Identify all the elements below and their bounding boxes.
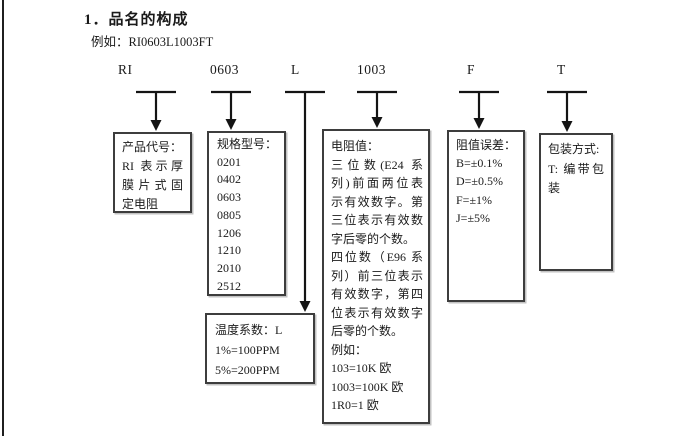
- arrow-head-icon: [299, 301, 311, 312]
- box-line: 产品代号：: [122, 140, 183, 154]
- box-line: 103=10K 欧: [331, 361, 392, 375]
- down-arrow-packaging: [547, 90, 587, 132]
- box-line: 四位数（E96 系: [331, 250, 423, 264]
- section-title: 1．品名的构成: [84, 12, 189, 28]
- code-part-tolerance: F: [467, 62, 476, 77]
- box-line: 1210: [217, 243, 241, 258]
- box-line: J=±5%: [456, 210, 491, 225]
- down-arrow-product-code: [136, 90, 176, 131]
- box-line: 定电阻: [122, 197, 159, 211]
- box-line: 规格型号：: [217, 137, 278, 151]
- box-line: 0201: [217, 154, 241, 169]
- box-line: 1003=100K 欧: [331, 379, 404, 394]
- down-arrow-tolerance: [459, 90, 499, 129]
- box-line: 1206: [217, 225, 241, 240]
- box-line: 阻值误差：: [456, 138, 517, 152]
- box-line: 2512: [217, 278, 241, 293]
- box-line: RI 表示厚: [122, 159, 183, 173]
- down-arrow-spec-size: [211, 90, 251, 130]
- arrow-head-icon: [225, 119, 237, 130]
- box-line: 5%=200PPM: [215, 363, 280, 377]
- code-part-packaging: T: [557, 62, 566, 77]
- code-part-ri: RI: [118, 62, 133, 77]
- code-part-temp-coefficient: L: [291, 62, 300, 77]
- box-packaging: 包装方式: T: 编带包 装: [539, 133, 613, 271]
- box-line: 列)前面两位表: [331, 176, 423, 190]
- box-temp-coefficient: 温度系数：L 1%=100PPM 5%=200PPM: [205, 313, 315, 384]
- box-line: 后零的个数。: [331, 324, 404, 338]
- box-tolerance: 阻值误差： B=±0.1% D=±0.5% F=±1% J=±5%: [447, 130, 525, 302]
- arrow-head-icon: [561, 121, 573, 132]
- arrow-head-icon: [371, 117, 383, 128]
- box-line: 三位数(E24 系: [331, 157, 423, 172]
- box-spec-size: 规格型号： 0201 0402 0603 0805 1206 1210 2010…: [207, 131, 286, 296]
- example-part-number: 例如：RI0603L1003FT: [91, 35, 214, 49]
- box-line: 示有效数字。第: [331, 194, 423, 209]
- down-arrow-temp-coefficient: [285, 90, 325, 312]
- box-line: D=±0.5%: [456, 174, 504, 189]
- box-line: 2010: [217, 260, 241, 275]
- code-part-size: 0603: [210, 62, 239, 77]
- page-left-border-rule: [2, 0, 4, 436]
- code-part-resistance: 1003: [357, 62, 386, 77]
- box-line: 温度系数：L: [215, 323, 283, 337]
- box-line: T: 编带包: [548, 161, 604, 176]
- box-line: 三位表示有效数: [331, 213, 423, 227]
- down-arrow-resistance-value: [357, 90, 397, 128]
- box-line: 例如：: [331, 342, 368, 357]
- box-line: B=±0.1%: [456, 156, 503, 171]
- arrow-head-icon: [473, 118, 485, 129]
- box-line: 字后零的个数。: [331, 231, 416, 246]
- box-line: 电阻值：: [331, 139, 380, 153]
- box-line: 1%=100PPM: [215, 343, 280, 357]
- arrow-head-icon: [150, 120, 162, 131]
- box-product-code: 产品代号： RI 表示厚 膜片式固 定电阻: [113, 132, 192, 213]
- box-resistance-value: 电阻值： 三位数(E24 系 列)前面两位表 示有效数字。第 三位表示有效数 字…: [322, 129, 430, 424]
- box-line: 0402: [217, 172, 241, 187]
- box-line: 包装方式:: [548, 142, 600, 156]
- box-line: 列）前三位表示: [331, 268, 423, 283]
- box-line: 0805: [217, 207, 241, 222]
- box-line: F=±1%: [456, 192, 493, 207]
- box-line: 0603: [217, 190, 241, 205]
- box-line: 有效数字，第四: [331, 287, 423, 301]
- box-line: 膜片式固: [122, 178, 183, 192]
- box-line: 位表示有效数字: [331, 305, 423, 320]
- box-line: 1R0=1 欧: [331, 398, 379, 412]
- box-line: 装: [548, 181, 561, 195]
